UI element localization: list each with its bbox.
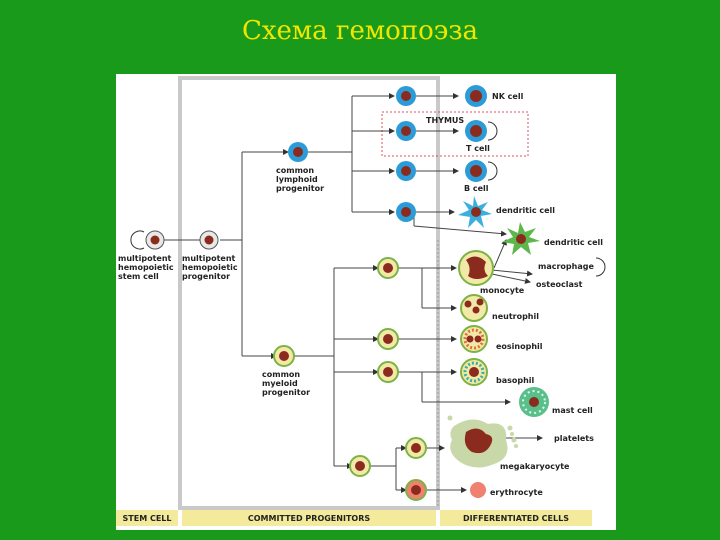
dendritic-cell-label-1: dendritic cell [496,206,556,215]
myeloid-progenitor-2 [377,328,399,350]
lymphoid-progenitor-3 [396,161,416,181]
page-title: Схема гемопоэза [241,16,479,46]
platelets-cluster [510,432,518,448]
eosinophil-cell [460,325,488,353]
platelets-label: platelets [554,434,594,443]
erythroid-progenitor [405,479,427,501]
nk-cell [465,85,487,107]
mpp-label: multipotent hemopoietic progenitor [182,254,238,281]
eosinophil-label: eosinophil [496,342,543,351]
dendritic-cell-myeloid [502,222,540,255]
erythrocyte-label: erythrocyte [490,488,543,497]
stage-committed: COMMITTED PROGENITORS [182,510,436,526]
erythrocyte-cell [470,482,486,498]
clp-cell [288,142,308,162]
self-renewal-loop-stem [130,230,145,250]
b-cell [465,160,487,182]
mpp-cell [199,230,219,250]
lymphoid-progenitor-4 [396,202,416,222]
cmp-label: common myeloid progenitor [262,370,311,397]
neutrophil-label: neutrophil [492,312,539,321]
macrophage-label: macrophage [538,262,594,271]
nk-cell-label: NK cell [492,92,524,101]
thymus-box [381,111,529,157]
cmp-cell [273,345,295,367]
dendritic-cell-label-2: dendritic cell [544,238,604,247]
megakaryocyte-label: megakaryocyte [500,462,570,471]
thymus-label: THYMUS [426,116,465,125]
neutrophil-cell [460,294,488,322]
self-renewal-loop-b [487,161,498,181]
macrophage-cell [582,257,600,275]
monocyte-label: monocyte [480,286,525,295]
mast-cell-label: mast cell [552,406,593,415]
stage-differentiated: DIFFERENTIATED CELLS [440,510,592,526]
monocyte-cell [458,250,494,286]
basophil-cell [460,358,488,386]
t-cell-label: T cell [466,144,490,153]
stem-cell [145,230,165,250]
myeloid-progenitor-1 [377,257,399,279]
dendritic-cell-lymphoid [458,196,492,228]
hematopoiesis-diagram: multipotent hemopoietic stem cell multip… [116,74,616,530]
myeloid-progenitor-3 [377,361,399,383]
mast-cell [519,387,549,417]
stage-stem: STEM CELL [116,510,178,526]
clp-label: common lymphoid progenitor [276,166,325,193]
lymphoid-progenitor-2 [396,121,416,141]
b-cell-label: B cell [464,184,489,193]
mk-progenitor [405,437,427,459]
lymphoid-progenitor-1 [396,86,416,106]
self-renewal-loop-macrophage [595,257,606,277]
basophil-label: basophil [496,376,535,385]
t-cell [465,120,487,142]
osteoclast-label: osteoclast [536,280,583,289]
megakaryocyte-progenitor [349,455,371,477]
megakaryocyte-cell [447,415,517,468]
stem-cell-label: multipotent hemopoietic stem cell [118,254,174,281]
committed-region [178,76,440,510]
self-renewal-loop-t [487,121,498,141]
